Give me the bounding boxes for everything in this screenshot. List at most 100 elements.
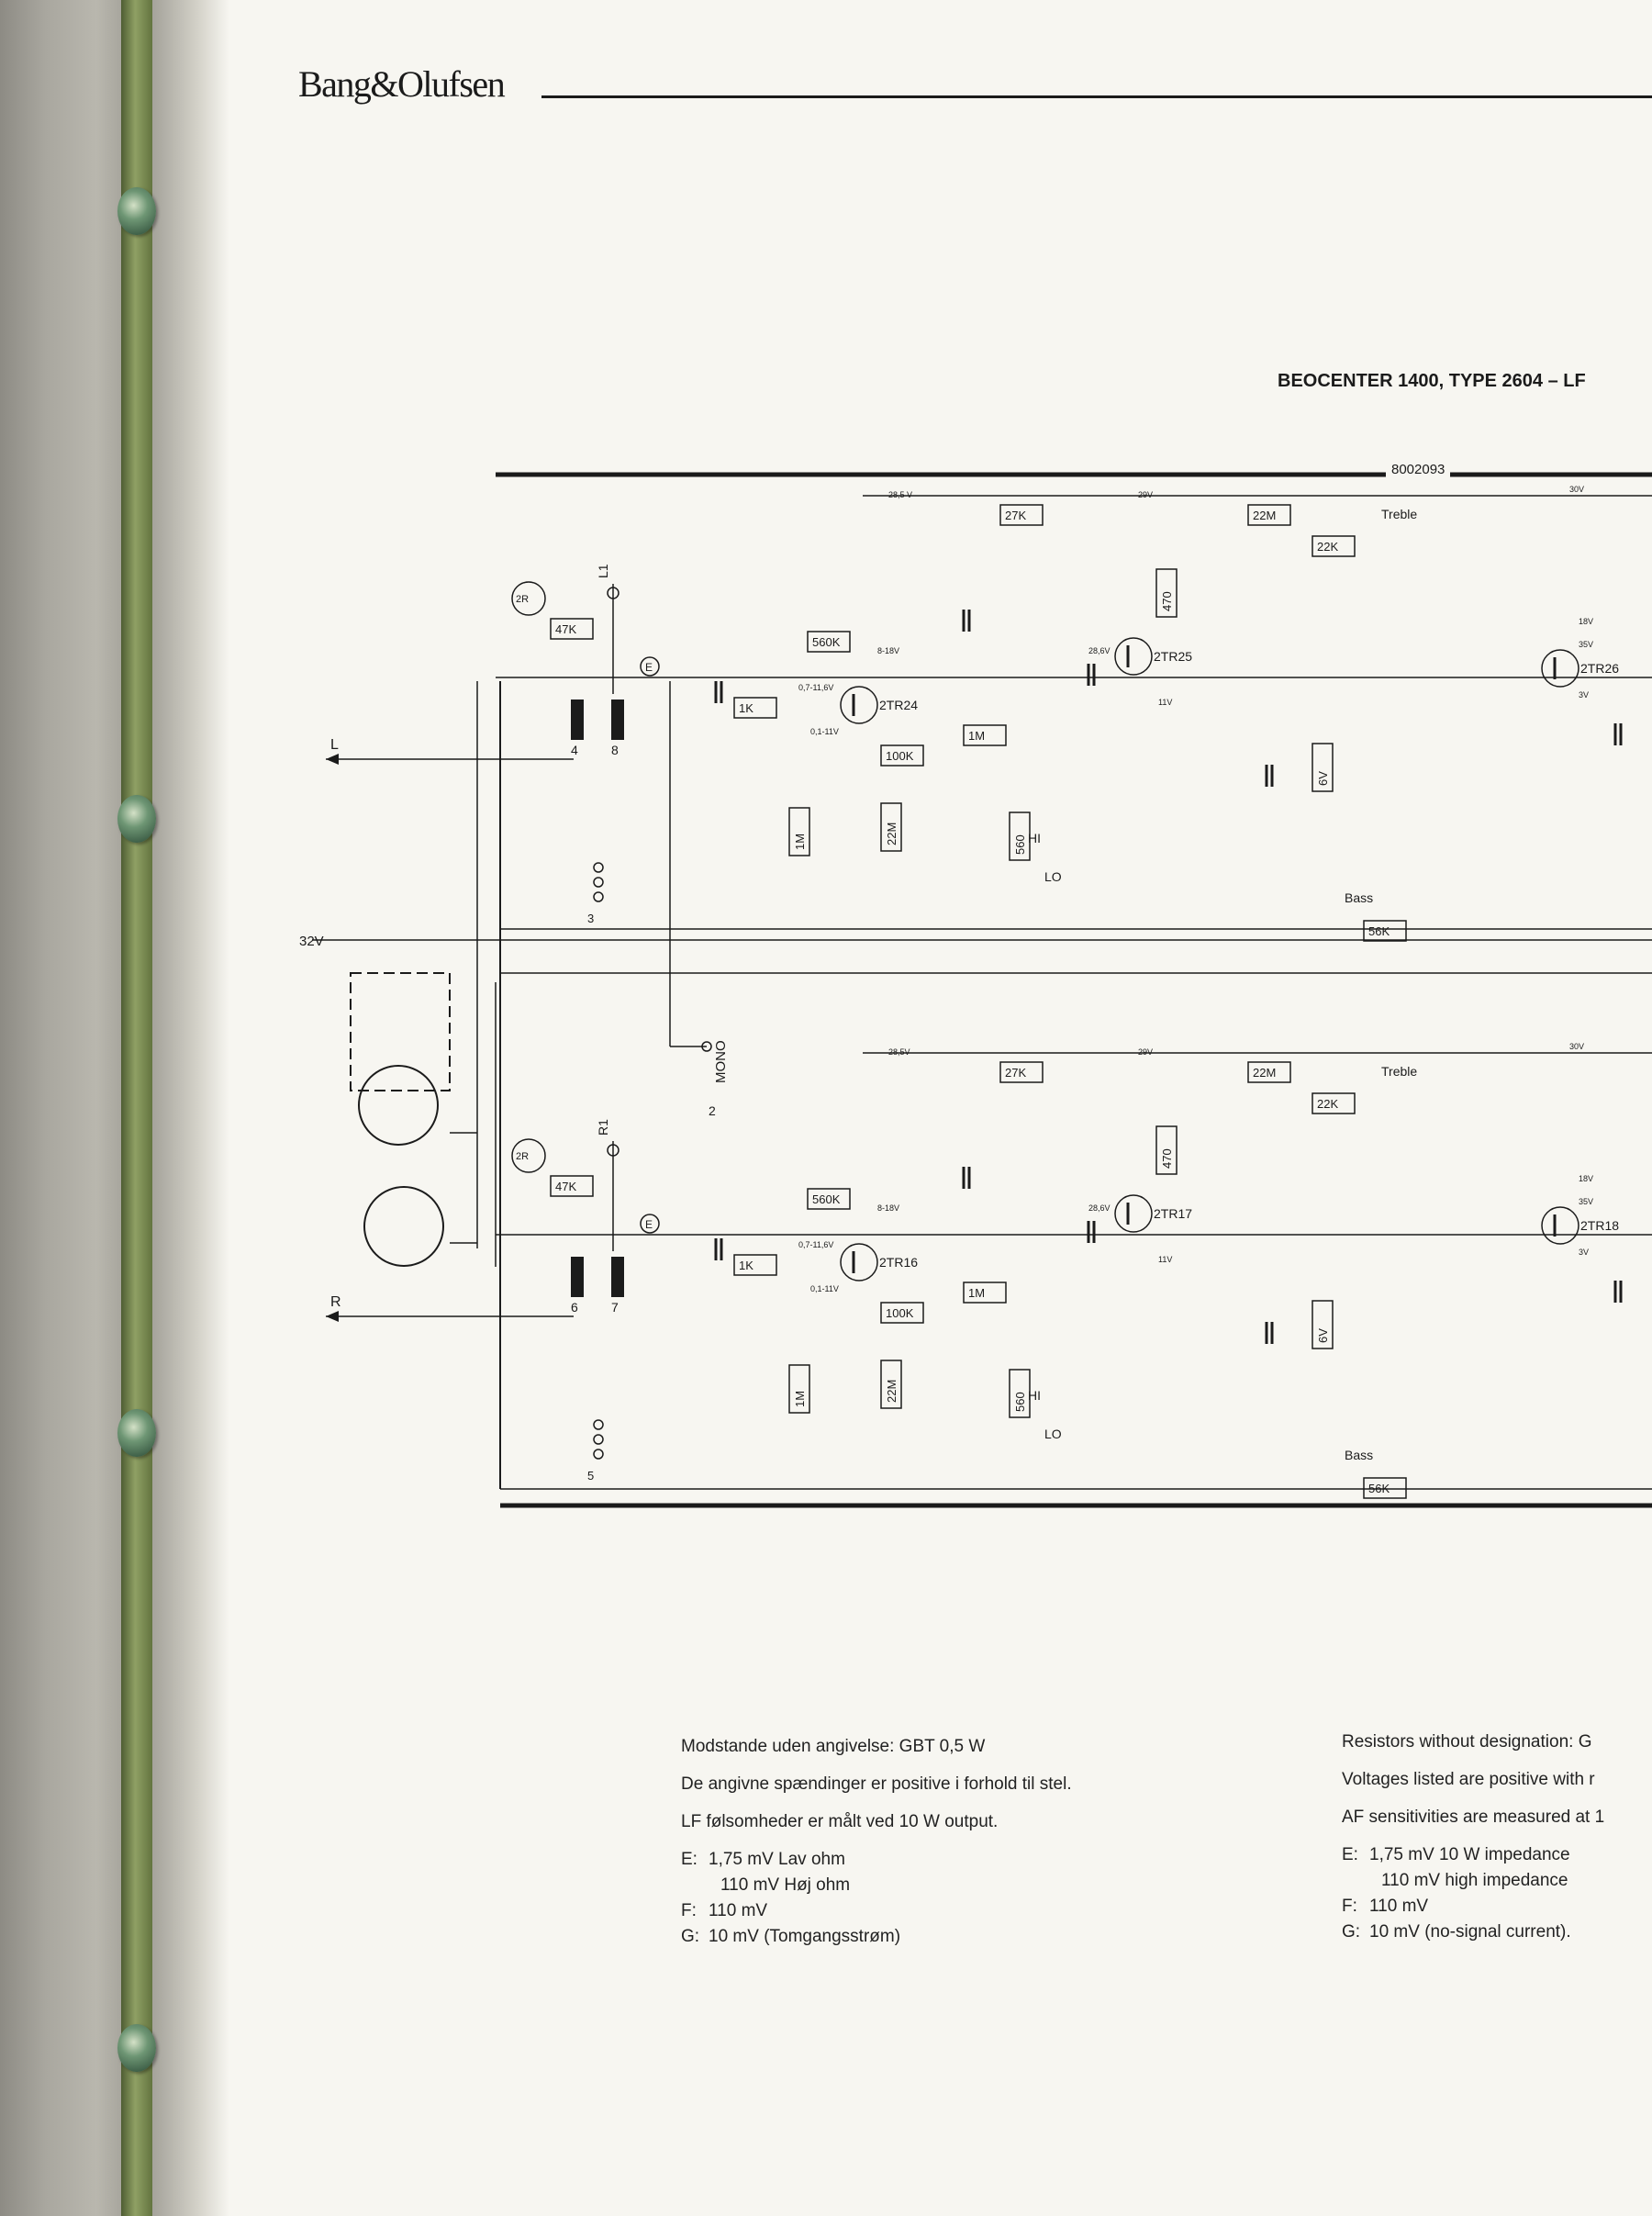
voltage-label: 3V [1579, 690, 1589, 699]
measurement-value: 110 mV [709, 1901, 768, 1920]
voltage-label: 0,7-11,6V [798, 1240, 833, 1249]
resistor [1312, 1092, 1356, 1114]
resistor [1247, 1061, 1291, 1083]
socket-pin [607, 587, 620, 599]
component-value: 22M [885, 1380, 899, 1403]
voltage-label: 8-18V [877, 1203, 899, 1213]
voltage-label: 35V [1579, 1197, 1593, 1206]
voltage-label: 30V [1569, 485, 1584, 494]
binder-spine [121, 0, 152, 2216]
switch-pin [593, 1449, 604, 1460]
component-value: 1M [793, 1391, 807, 1407]
measurement-label: G: [681, 1927, 700, 1946]
resistor [1312, 1300, 1334, 1349]
measurement-value: 1,75 mV Lav ohm [709, 1850, 845, 1869]
note-line: De angivne spændinger er positive i forh… [681, 1774, 1072, 1794]
binder-ring [117, 187, 156, 235]
component-value: 1M [968, 1286, 985, 1300]
schematic-title: BEOCENTER 1400, TYPE 2604 – LF [1278, 371, 1586, 391]
voltage-label: 30V [1569, 1042, 1584, 1051]
ground-symbol [640, 1214, 660, 1234]
measurement-label: E: [681, 1850, 698, 1869]
component-value: 560K [812, 635, 841, 649]
voltage-label: 0,1-11V [810, 727, 839, 736]
component-value: 56K [1368, 1482, 1390, 1495]
binder-ring [117, 2024, 156, 2072]
resistor [1155, 568, 1178, 618]
resistor [1363, 1477, 1407, 1499]
switch-contact [571, 699, 584, 740]
transistor-symbol [1114, 1194, 1153, 1233]
transistor-label: 2TR24 [879, 698, 918, 712]
resistor [550, 618, 594, 640]
voltage-label: 28,5V [888, 1047, 910, 1057]
resistor [1312, 743, 1334, 792]
component-ref [511, 581, 546, 616]
switch-pin [593, 877, 604, 888]
resistor [1009, 1369, 1031, 1418]
measurement-value: 10 mV (no-signal current). [1369, 1922, 1571, 1942]
resistor [733, 1254, 777, 1276]
transistor-symbol [840, 1243, 878, 1281]
component-value: 1M [968, 729, 985, 743]
resistor [999, 504, 1044, 526]
level-lo-label: LO [1044, 869, 1062, 884]
switch-contact [571, 1257, 584, 1297]
measurement-line: E:1,75 mV 10 W impedance [1342, 1846, 1604, 1863]
switch-number: 7 [611, 1300, 619, 1315]
transistor-label: 2TR25 [1154, 649, 1192, 664]
shared-lines [312, 681, 1652, 1267]
component-value: 22M [1253, 1066, 1276, 1080]
switch-pin [593, 891, 604, 902]
transistor-label: 2TR18 [1580, 1218, 1619, 1233]
resistor [963, 1281, 1007, 1304]
input-socket-label: L1 [596, 564, 610, 578]
switch-number: 8 [611, 743, 619, 757]
measurement-line: F:110 mV [1342, 1897, 1604, 1915]
resistor [880, 744, 924, 767]
transistor-label: 2TR17 [1154, 1206, 1192, 1221]
record-switch-number: 3 [587, 912, 594, 925]
measurement-line: F: 110 mV [681, 1902, 1072, 1919]
voltage-label: 3V [1579, 1248, 1589, 1257]
voltage-label: 18V [1579, 1174, 1593, 1183]
component-value: 27K [1005, 1066, 1026, 1080]
channel-label: R [330, 1294, 341, 1310]
transistor-symbol [840, 686, 878, 724]
component-value: 100K [886, 1306, 914, 1320]
voltage-label: 29V [1138, 490, 1153, 499]
din-sockets [350, 972, 477, 1267]
level-hi-label: HI [1028, 831, 1041, 845]
resistor [999, 1061, 1044, 1083]
resistor [880, 802, 902, 852]
switch-pin [593, 1434, 604, 1445]
ground-label: E [645, 661, 653, 674]
component-value: 560K [812, 1192, 841, 1206]
level-hi-label: HI [1028, 1388, 1041, 1403]
note-line: Voltages listed are positive with r [1342, 1770, 1595, 1789]
channel-label: L [330, 737, 339, 753]
voltage-label: 0,1-11V [810, 1284, 839, 1293]
measurement-label: F: [681, 1901, 697, 1920]
bass-label: Bass [1345, 1448, 1373, 1462]
header-rule [541, 95, 1652, 98]
arrow-icon [326, 754, 339, 765]
measurement-label: G: [1342, 1922, 1361, 1942]
component-value: 22K [1317, 540, 1338, 554]
measurement-label: F: [1342, 1897, 1357, 1916]
resistor [788, 807, 810, 856]
resistor [807, 631, 851, 653]
binder-ring [117, 1409, 156, 1457]
component-value: 1K [739, 701, 753, 715]
arrow-icon [326, 1311, 339, 1322]
component-value: 22K [1317, 1097, 1338, 1111]
component-value: 470 [1160, 591, 1174, 611]
transistor-symbol [1541, 649, 1579, 688]
drawing-number: 8002093 [1386, 462, 1451, 477]
component-ref-label: 2R [516, 1151, 529, 1162]
voltage-label: 28,5 V [888, 490, 912, 499]
brand-logo: Bang&Olufsen [298, 63, 506, 105]
